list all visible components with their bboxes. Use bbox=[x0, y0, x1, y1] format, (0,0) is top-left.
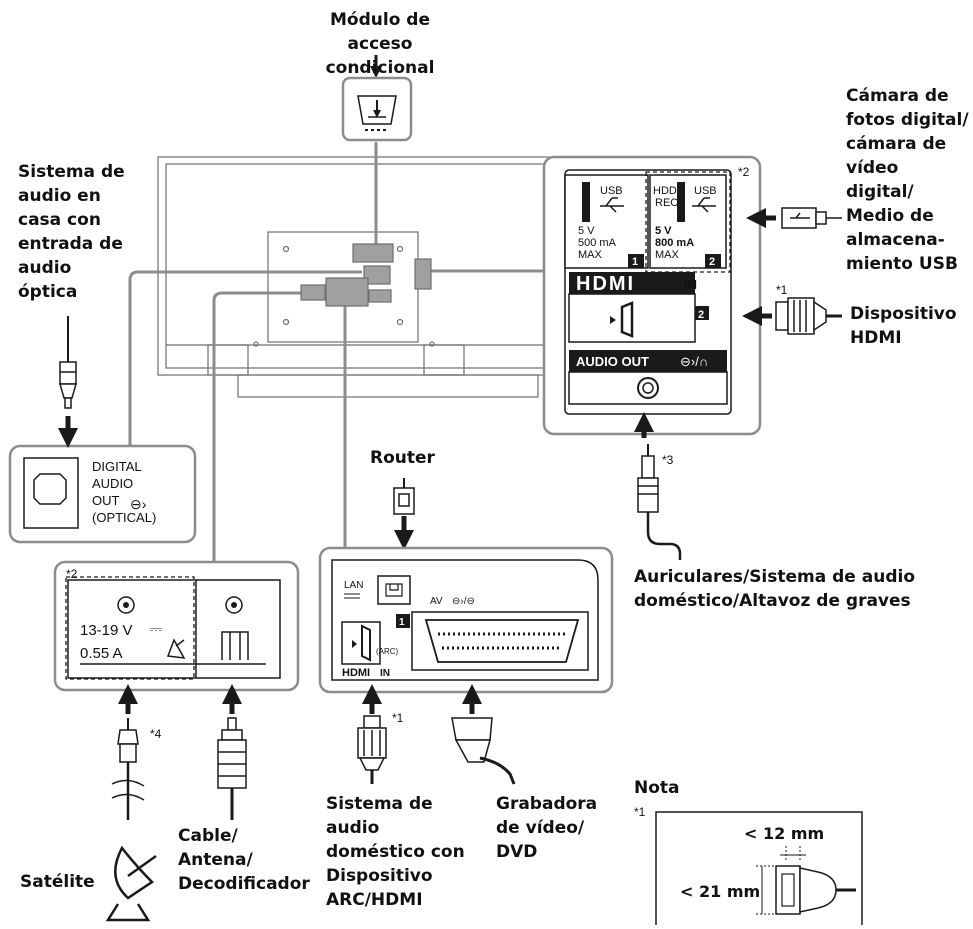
usb2-num: 2 bbox=[709, 256, 715, 268]
usb1-num: 1 bbox=[632, 256, 638, 268]
scart-plug-icon bbox=[451, 684, 516, 785]
satellite-label: Satélite bbox=[20, 872, 95, 892]
cam-title: Módulo de acceso condicional bbox=[325, 10, 435, 78]
usb1-current: 500 mA bbox=[578, 237, 617, 249]
hdmi-plug-icon bbox=[742, 297, 842, 335]
usb2-label: USB bbox=[694, 185, 717, 197]
satellite-plug-icon bbox=[111, 684, 145, 820]
footnote-usb-panel: *2 bbox=[738, 165, 750, 179]
hdmi-side-num: 2 bbox=[698, 309, 704, 321]
side-panel bbox=[542, 155, 762, 436]
antenna-panel bbox=[53, 560, 300, 692]
lan-label: LAN bbox=[344, 580, 363, 591]
connection-lines bbox=[128, 142, 546, 562]
headphones-label: Auriculares/Sistema de audio doméstico/A… bbox=[634, 567, 916, 611]
router-plug-icon bbox=[393, 478, 415, 550]
dc-symbol: ⎓ bbox=[150, 621, 162, 638]
footnote-headphone: *3 bbox=[662, 453, 674, 467]
headphone-plug-icon bbox=[634, 412, 682, 560]
camera-usb-label: Cámara de fotos digital/ cámara de vídeo… bbox=[846, 86, 969, 274]
hdmi-side-logo: HDMI bbox=[576, 273, 635, 295]
usb2-voltage: 5 V bbox=[655, 225, 672, 237]
footnote-note: *1 bbox=[634, 805, 646, 819]
footnote-satellite-panel: *2 bbox=[66, 567, 78, 581]
hdmi-bottom-logo: HDMI bbox=[342, 667, 370, 679]
tv-back bbox=[157, 156, 621, 398]
sat-voltage: 13-19 V bbox=[80, 622, 133, 639]
cable-plug-icon bbox=[217, 684, 247, 820]
hdmi-bottom-arc: (ARC) bbox=[376, 647, 399, 656]
optical-plug-icon bbox=[58, 316, 78, 448]
av-label: AV bbox=[430, 596, 443, 607]
digital-audio-label: DIGITAL AUDIO OUT (OPTICAL) bbox=[92, 459, 157, 525]
footnote-hdmi-side: *1 bbox=[776, 283, 788, 297]
headphone-out-icon: ⊖›/∩ bbox=[680, 354, 708, 369]
usb1-label: USB bbox=[600, 185, 623, 197]
cable-antenna-label: Cable/ Antena/ Decodificador bbox=[178, 826, 310, 894]
tv-connectors bbox=[300, 243, 432, 307]
hdmi-plug-bottom-icon bbox=[357, 684, 387, 784]
usb1-voltage: 5 V bbox=[578, 225, 595, 237]
usb2-rec: REC bbox=[655, 197, 678, 209]
footnote-satellite-plug: *4 bbox=[150, 727, 162, 741]
hdmi-bottom-in: IN bbox=[380, 668, 390, 679]
hdmi-side-in: IN bbox=[684, 277, 697, 292]
optical-panel bbox=[8, 444, 197, 544]
usb2-max: MAX bbox=[655, 249, 680, 261]
audio-out-label: AUDIO OUT bbox=[576, 354, 649, 369]
note-height: < 21 mm bbox=[680, 882, 761, 901]
usb1-max: MAX bbox=[578, 249, 603, 261]
usb-plug-icon bbox=[746, 207, 842, 229]
footnote-hdmi-bottom: *1 bbox=[392, 711, 404, 725]
hdmi-bottom-num: 1 bbox=[399, 617, 405, 628]
router-label: Router bbox=[370, 448, 435, 468]
digital-out-icon: ⊖› bbox=[130, 496, 147, 512]
hdmi-device-label: Dispositivo HDMI bbox=[850, 304, 957, 348]
note-width: < 12 mm bbox=[744, 824, 825, 843]
note-box bbox=[655, 811, 863, 925]
usb2-current: 800 mA bbox=[655, 237, 694, 249]
recorder-label: Grabadora de vídeo/ DVD bbox=[496, 794, 598, 862]
usb2-hdd: HDD bbox=[653, 185, 677, 197]
arc-system-label: Sistema de audio doméstico con Dispositi… bbox=[326, 794, 465, 910]
sat-current: 0.55 A bbox=[80, 645, 123, 662]
note-title: Nota bbox=[634, 778, 680, 798]
satellite-dish-icon bbox=[105, 845, 157, 922]
scart-io-icon: ⊖›/⊖ bbox=[452, 596, 475, 607]
audio-optical-label: Sistema de audio en casa con entrada de … bbox=[18, 162, 125, 302]
cam-module-icon bbox=[341, 55, 413, 142]
lan-av-panel bbox=[318, 546, 614, 694]
panel-texts: USB 5 V 500 mA MAX 1 HDD REC USB 5 V 800… bbox=[80, 185, 717, 679]
